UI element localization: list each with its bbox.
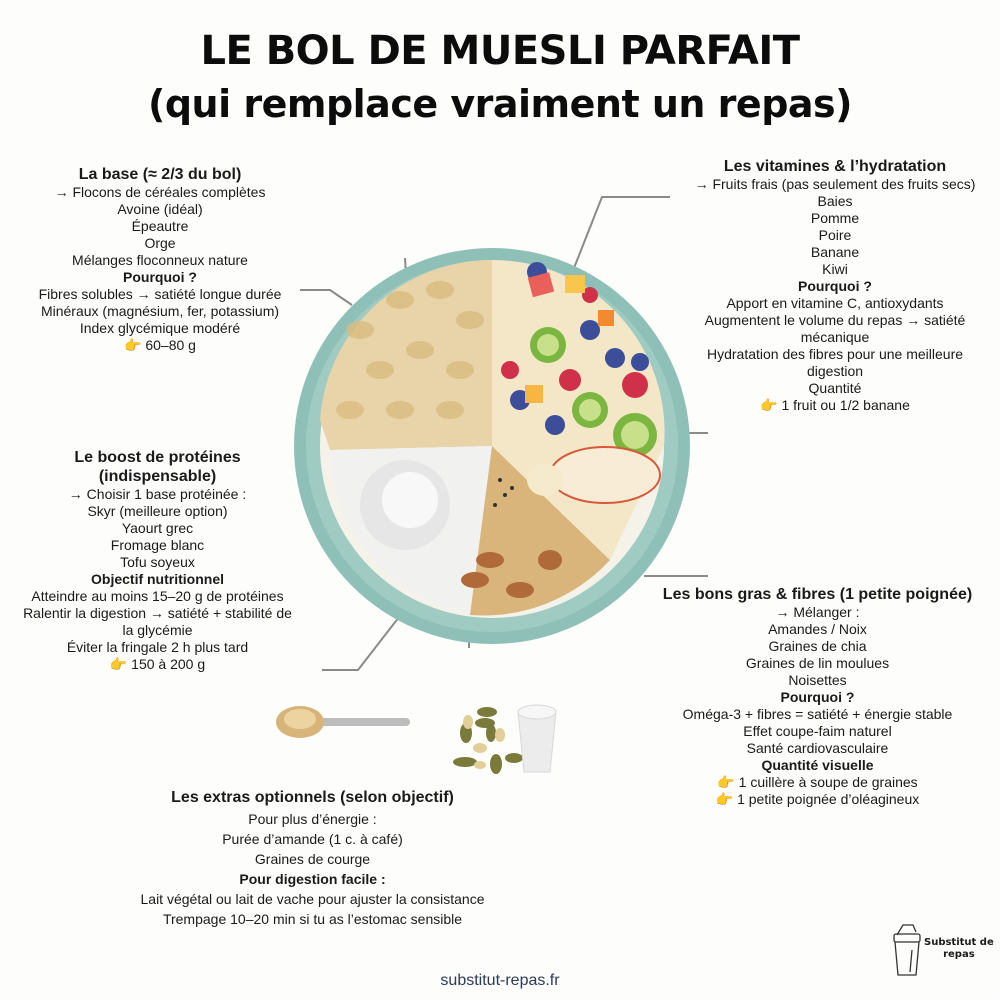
page-title: LE BOL DE MUESLI PARFAIT bbox=[200, 28, 800, 74]
fats-why-line: Santé cardiovasculaire bbox=[746, 740, 889, 756]
logo-line: repas bbox=[943, 949, 975, 960]
fats-quantity: 👉 1 petite poignée d’oléagineux bbox=[640, 791, 995, 808]
vitamins-why-line: digestion bbox=[806, 363, 864, 379]
extras-energy-line: Purée d’amande (1 c. à café) bbox=[222, 831, 403, 847]
fats-heading: Les bons gras & fibres (1 petite poignée… bbox=[662, 586, 973, 603]
section-base: La base (≈ 2/3 du bol) → Flocons de céré… bbox=[10, 165, 310, 354]
protein-goal-line: Atteindre au moins 15–20 g de protéines bbox=[31, 588, 284, 604]
extras-energy-line: Graines de courge bbox=[254, 851, 371, 867]
fats-quantity: 👉 1 cuillère à soupe de graines bbox=[640, 774, 995, 791]
protein-goal-line: Ralentir la digestion → satiété + stabil… bbox=[23, 605, 292, 621]
base-quantity: 👉 60–80 g bbox=[10, 337, 310, 354]
shaker-logo-icon bbox=[893, 924, 921, 976]
pointing-hand-icon: 👉 bbox=[109, 656, 128, 672]
pumpkin-seeds bbox=[453, 707, 523, 774]
vitamins-quantity-value: 1 fruit ou 1/2 banane bbox=[781, 397, 910, 413]
vitamins-line: Banane bbox=[810, 244, 860, 260]
vitamins-why-line: mécanique bbox=[800, 329, 870, 345]
protein-goal-heading: Objectif nutritionnel bbox=[91, 571, 224, 587]
protein-line: Fromage blanc bbox=[110, 537, 205, 553]
fats-line: → Mélanger : bbox=[775, 604, 860, 620]
vitamins-heading: Les vitamines & l’hydratation bbox=[723, 158, 947, 175]
logo-line: Substitut de bbox=[924, 937, 994, 948]
base-line: → Flocons de céréales complètes bbox=[54, 184, 266, 200]
vitamins-line: Poire bbox=[818, 227, 852, 243]
protein-line: Yaourt grec bbox=[121, 520, 194, 536]
fats-line: Graines de lin moulues bbox=[745, 655, 890, 671]
base-why-heading: Pourquoi ? bbox=[123, 269, 197, 285]
pointing-hand-icon: 👉 bbox=[760, 397, 778, 413]
vitamins-line: → Fruits frais (pas seulement des fruits… bbox=[694, 176, 976, 192]
vitamins-line: Baies bbox=[817, 193, 853, 209]
pointing-hand-icon: 👉 bbox=[715, 791, 734, 807]
section-protein: Le boost de protéines (indispensable) → … bbox=[0, 448, 315, 673]
nuts-seeds bbox=[470, 446, 610, 616]
fats-line: Graines de chia bbox=[768, 638, 867, 654]
extras-digestion-line: Lait végétal ou lait de vache pour ajust… bbox=[140, 891, 485, 907]
fats-why-heading: Pourquoi ? bbox=[780, 689, 855, 705]
protein-quantity: 👉 150 à 200 g bbox=[0, 656, 315, 673]
protein-heading-sub: (indispensable) bbox=[98, 468, 217, 485]
base-heading: La base (≈ 2/3 du bol) bbox=[78, 166, 242, 183]
vitamins-quantity-label: Quantité bbox=[808, 380, 862, 396]
base-why-line: Fibres solubles → satiété longue durée bbox=[38, 286, 282, 302]
vitamins-why-heading: Pourquoi ? bbox=[798, 278, 872, 294]
extras-heading: Les extras optionnels (selon objectif) bbox=[171, 789, 454, 806]
fats-why-line: Oméga-3 + fibres = satiété + énergie sta… bbox=[682, 706, 953, 722]
oats bbox=[320, 259, 492, 450]
page-subtitle: (qui remplace vraiment un repas) bbox=[147, 82, 853, 126]
vitamins-quantity: 👉 1 fruit ou 1/2 banane bbox=[680, 397, 990, 414]
extras-digestion-line: Trempage 10–20 min si tu as l’estomac se… bbox=[162, 911, 463, 927]
milk-cup bbox=[517, 704, 557, 773]
extras-energy-label: Pour plus d’énergie : bbox=[248, 811, 377, 827]
base-line: Orge bbox=[144, 235, 176, 251]
almond-puree-spoon bbox=[276, 706, 410, 738]
base-line: Mélanges floconneux nature bbox=[72, 252, 248, 268]
base-quantity-value: 60–80 g bbox=[145, 337, 196, 353]
vitamins-line: Kiwi bbox=[822, 261, 848, 277]
base-why-line: Index glycémique modéré bbox=[79, 320, 241, 336]
pointing-hand-icon: 👉 bbox=[717, 774, 735, 790]
fats-quantity-value: 1 cuillère à soupe de graines bbox=[738, 774, 918, 790]
fats-line: Amandes / Noix bbox=[768, 621, 867, 637]
protein-goal-line: la glycémie bbox=[122, 622, 193, 638]
section-fats: Les bons gras & fibres (1 petite poignée… bbox=[640, 585, 995, 808]
base-line: Épeautre bbox=[131, 218, 189, 234]
section-vitamins: Les vitamines & l’hydratation → Fruits f… bbox=[680, 157, 990, 414]
protein-goal-line: Éviter la fringale 2 h plus tard bbox=[66, 639, 249, 655]
fats-why-line: Effet coupe-faim naturel bbox=[743, 723, 892, 739]
section-extras: Les extras optionnels (selon objectif) P… bbox=[110, 787, 515, 929]
base-line: Avoine (idéal) bbox=[117, 201, 203, 217]
fats-visual-heading: Quantité visuelle bbox=[761, 757, 874, 773]
vitamins-why-line: Apport en vitamine C, antioxydants bbox=[726, 295, 944, 311]
pointing-hand-icon: 👉 bbox=[124, 337, 142, 353]
protein-line: → Choisir 1 base protéinée : bbox=[68, 486, 247, 502]
protein-line: Skyr (meilleure option) bbox=[87, 503, 228, 519]
footer-url[interactable]: substitut-repas.fr bbox=[440, 972, 560, 989]
base-why-line: Minéraux (magnésium, fer, potassium) bbox=[40, 303, 280, 319]
protein-heading: Le boost de protéines bbox=[74, 449, 241, 466]
vitamins-line: Pomme bbox=[810, 210, 860, 226]
fats-line: Noisettes bbox=[788, 672, 847, 688]
protein-quantity-value: 150 à 200 g bbox=[131, 656, 206, 672]
fruit-pieces bbox=[501, 262, 661, 504]
brand-logo-text: Substitut de repas bbox=[924, 937, 994, 961]
extras-digestion-heading: Pour digestion facile : bbox=[239, 871, 386, 887]
vitamins-why-line: Hydratation des fibres pour une meilleur… bbox=[706, 346, 964, 362]
fats-quantity-value: 1 petite poignée d’oléagineux bbox=[737, 791, 920, 807]
vitamins-why-line: Augmentent le volume du repas → satiété bbox=[704, 312, 966, 328]
protein-line: Tofu soyeux bbox=[120, 554, 195, 570]
